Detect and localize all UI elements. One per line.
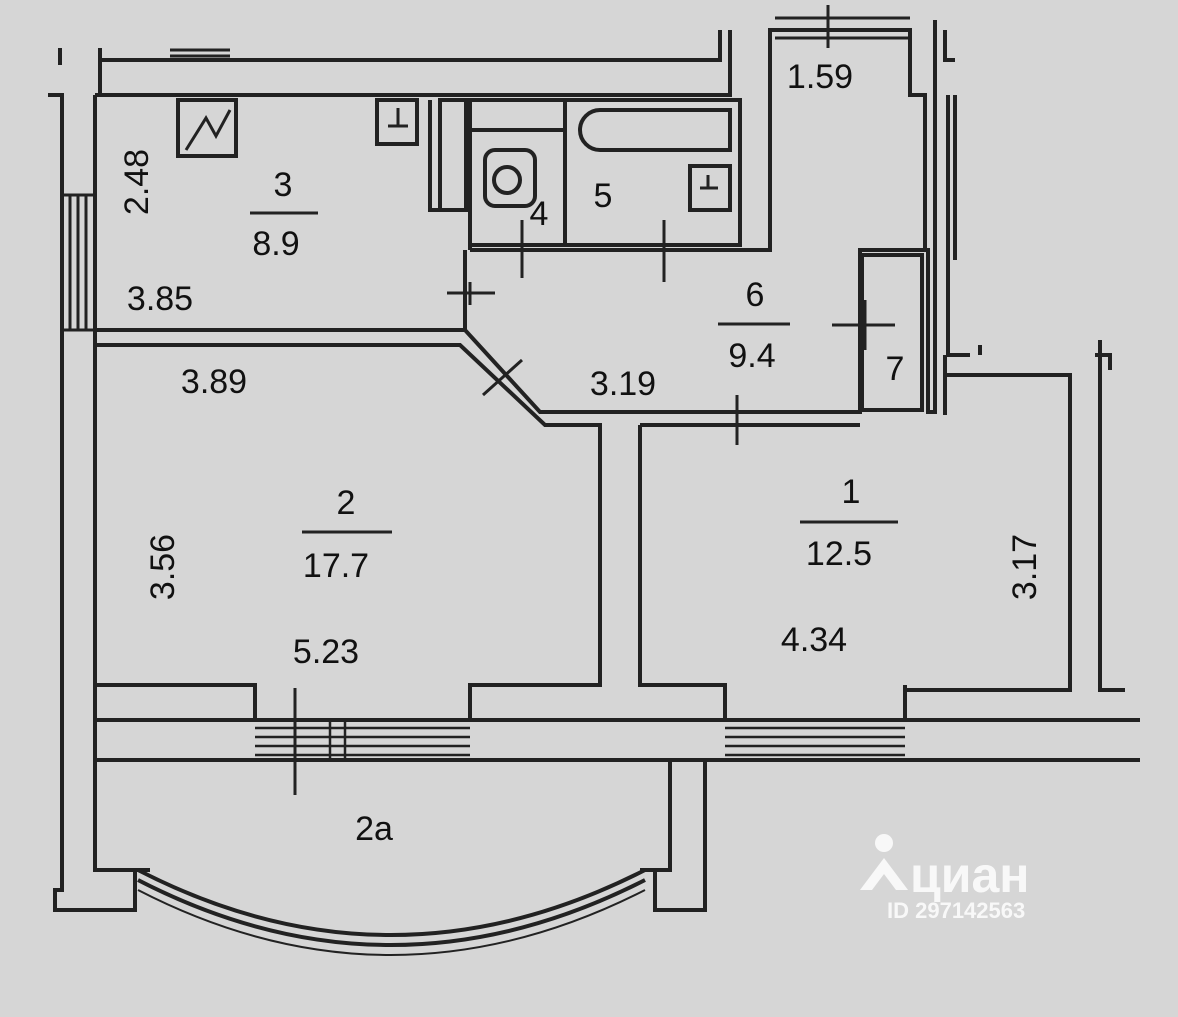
room-4-number: 4 — [530, 195, 549, 233]
room-6-width: 3.19 — [590, 365, 656, 403]
loggia-bay-inner — [137, 878, 646, 947]
loggia-bay-inner2 — [137, 889, 646, 956]
bathroom-sink-tap — [700, 175, 718, 190]
room-1-depth: 3.17 — [1006, 534, 1044, 600]
room-2-depth: 3.56 — [144, 534, 182, 600]
room-3-width: 3.85 — [127, 280, 193, 318]
stove-burner-zigzag — [184, 109, 232, 151]
room-3-depth: 2.48 — [118, 149, 156, 215]
room-2-width: 5.23 — [293, 633, 359, 671]
kitchen-walls — [95, 93, 600, 414]
kitchen-sink-tap — [388, 108, 408, 128]
stove — [176, 98, 238, 158]
room-2a-number: 2а — [355, 810, 393, 848]
hallway-walls — [470, 20, 937, 414]
room-6-area: 9.4 — [728, 337, 775, 375]
room-1-walls — [638, 423, 907, 720]
room-2-walls — [93, 343, 602, 720]
vent-shaft — [438, 98, 468, 212]
room-6-depth: 1.59 — [787, 58, 853, 96]
right-outer-wall — [905, 30, 1125, 692]
room-2-number: 2 — [337, 484, 356, 522]
door-mark-closet — [832, 300, 895, 350]
left-outer-wall — [48, 93, 137, 912]
bathroom-sink — [688, 164, 732, 212]
door-mark-room-2 — [481, 358, 524, 397]
window-room-1 — [725, 726, 905, 757]
door-mark-kitchen — [447, 282, 495, 305]
left-window — [62, 193, 95, 332]
room-2-area: 17.7 — [303, 547, 369, 585]
toilet-bowl-base — [483, 148, 537, 208]
loggia-bay-outer — [137, 868, 646, 937]
room-3-number: 3 — [274, 166, 293, 204]
kitchen-sink — [375, 98, 419, 146]
location-pin-icon — [860, 834, 908, 890]
room-6-number: 6 — [746, 276, 765, 314]
toilet-bowl — [492, 165, 522, 195]
closet — [860, 253, 924, 412]
window-room-2 — [255, 720, 470, 760]
window-top-kitchen — [170, 48, 230, 58]
room-5-number: 5 — [594, 177, 613, 215]
loggia-window-band — [95, 718, 1140, 762]
bathtub — [578, 108, 732, 152]
watermark-listing-id: ID 297142563 — [887, 898, 1025, 923]
room-7-number: 7 — [886, 350, 905, 388]
room-2-top-width: 3.89 — [181, 363, 247, 401]
room-1-number: 1 — [842, 473, 861, 511]
loggia-walls — [93, 760, 707, 912]
watermark: циан ID 297142563 — [860, 834, 1029, 923]
entry-door-frame — [775, 16, 910, 40]
bathroom-walls — [565, 98, 742, 247]
top-wall — [58, 30, 732, 97]
room-1-width: 4.34 — [781, 621, 847, 659]
watermark-brand: циан — [910, 847, 1029, 903]
room-1-area: 12.5 — [806, 535, 872, 573]
room-3-area: 8.9 — [252, 225, 299, 263]
